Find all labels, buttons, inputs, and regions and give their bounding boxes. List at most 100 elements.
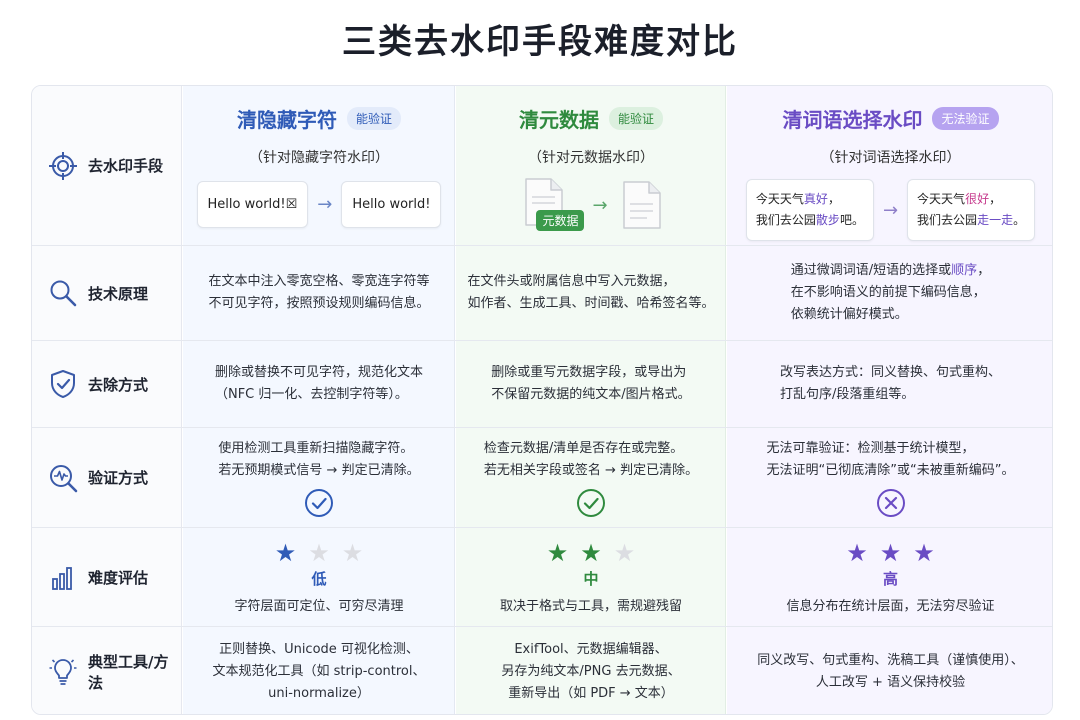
row-label-method: 去水印手段 — [32, 86, 182, 245]
star-empty-icon: ★ — [308, 539, 330, 567]
row-label-text: 去水印手段 — [88, 157, 164, 175]
column-title: 清元数据 — [518, 108, 599, 132]
star-filled-icon: ★ — [913, 539, 935, 567]
metadata-tag: 元数据 — [536, 210, 585, 231]
star-filled-icon: ★ — [546, 539, 569, 567]
cell-text: 通过微调词语/短语的选择或顺序， 在不影响语义的前提下编码信息， 依赖统计偏好模… — [790, 263, 991, 322]
column-subtitle: （针对元数据水印） — [528, 150, 654, 166]
cell-difficulty: ★ ★ ★ 中 取决于格式与工具，需规避残留 — [456, 528, 726, 626]
star-filled-icon: ★ — [846, 539, 868, 567]
cell-verify: 使用检测工具重新扫描隐藏字符。 若无预期模式信号 → 判定已清除。 — [183, 428, 455, 527]
row-divider — [32, 340, 1052, 341]
row-label-difficulty: 难度评估 — [32, 528, 182, 626]
star-filled-icon: ★ — [580, 539, 602, 567]
difficulty-desc: 信息分布在统计层面，无法穷尽验证 — [786, 599, 995, 614]
star-rating: ★ ★ ★ — [846, 540, 935, 566]
cell-difficulty: ★ ★ ★ 低 字符层面可定位、可穷尽清理 — [183, 528, 455, 626]
column-header-word-choice: 清词语选择水印 无法验证 （针对词语选择水印） 今天天气真好， 我们去公园散步吧… — [727, 86, 1052, 246]
cell-text: 在文本中注入零宽空格、零宽连字符等 不可见字符，按照预设规则编码信息。 — [208, 274, 430, 311]
demo-example: Hello world!☒ → Hello world! — [196, 181, 442, 228]
cell-removal: 改写表达方式：同义替换、句式重构、 打乱句序/段落重组等。 — [727, 341, 1052, 427]
bar-chart-icon — [52, 567, 72, 590]
verify-badge: 能验证 — [346, 107, 401, 130]
cell-difficulty: ★ ★ ★ 高 信息分布在统计层面，无法穷尽验证 — [727, 528, 1052, 626]
check-circle-icon — [577, 488, 605, 517]
cell-removal: 删除或替换不可见字符，规范化文本 （NFC 归一化、去控制字符等）。 — [183, 341, 455, 427]
cell-tools: ExifTool、元数据编辑器、 另存为纯文本/PNG 去元数据、 重新导出（如… — [456, 627, 726, 714]
cell-removal: 删除或重写元数据字段，或导出为 不保留元数据的纯文本/图片格式。 — [456, 341, 726, 427]
row-label-principle: 技术原理 — [32, 246, 182, 340]
cell-verify: 检查元数据/清单是否存在或完整。 若无相关字段或签名 → 判定已清除。 — [456, 428, 726, 527]
demo-example: 元数据 → — [520, 177, 661, 233]
cell-principle: 在文件头或附属信息中写入元数据， 如作者、生成工具、时间戳、哈希签名等。 — [456, 246, 726, 340]
cell-tools: 正则替换、Unicode 可视化检测、 文本规范化工具（如 strip-cont… — [183, 627, 455, 714]
cell-principle: 在文本中注入零宽空格、零宽连字符等 不可见字符，按照预设规则编码信息。 — [183, 246, 455, 340]
demo-before: Hello world!☒ — [196, 181, 309, 228]
verify-badge: 无法验证 — [932, 107, 999, 130]
shield-check-icon — [51, 370, 75, 398]
difficulty-desc: 取决于格式与工具，需规避残留 — [499, 599, 682, 614]
page-title: 三类去水印手段难度对比 — [342, 22, 738, 62]
difficulty-level: 中 — [583, 570, 599, 588]
cell-text: 检查元数据/清单是否存在或完整。 若无相关字段或签名 → 判定已清除。 — [483, 440, 699, 478]
cell-text: 删除或重写元数据字段，或导出为 不保留元数据的纯文本/图片格式。 — [491, 365, 691, 402]
column-metadata — [456, 86, 726, 714]
cell-text: 删除或替换不可见字符，规范化文本 （NFC 归一化、去控制字符等）。 — [214, 365, 423, 402]
cell-principle: 通过微调词语/短语的选择或顺序， 在不影响语义的前提下编码信息， 依赖统计偏好模… — [727, 246, 1052, 340]
star-filled-icon: ★ — [274, 539, 297, 567]
row-label-text: 去除方式 — [88, 375, 149, 394]
magnifier-icon — [50, 280, 77, 307]
difficulty-level: 高 — [882, 570, 898, 588]
cell-text: ExifTool、元数据编辑器、 另存为纯文本/PNG 去元数据、 重新导出（如… — [501, 641, 681, 701]
arrow-right-icon: → — [592, 194, 608, 216]
verify-badge: 能验证 — [608, 107, 663, 130]
star-rating: ★ ★ ★ — [275, 540, 364, 566]
row-label-text: 典型工具/方法 — [88, 652, 169, 692]
cell-verify: 无法可靠验证：检测基于统计模型， 无法证明“已彻底清除”或“未被重新编码”。 — [727, 428, 1052, 527]
check-circle-icon — [305, 488, 333, 517]
arrow-right-icon: → — [882, 199, 899, 221]
row-divider — [32, 427, 1052, 428]
row-label-removal: 去除方式 — [32, 341, 182, 427]
star-empty-icon: ★ — [613, 539, 636, 567]
cell-tools: 同义改写、句式重构、洗稿工具（谨慎使用）、 人工改写 + 语义保持校验 — [727, 627, 1052, 714]
comparison-table: 去水印手段 技术原理 去除方式 验证方式 难度评估 — [31, 85, 1053, 715]
row-divider — [32, 527, 1052, 528]
cell-text: 无法可靠验证：检测基于统计模型， 无法证明“已彻底清除”或“未被重新编码”。 — [766, 440, 1015, 478]
row-divider — [32, 626, 1052, 627]
demo-after: 今天天气很好， 我们去公园走一走。 — [907, 179, 1036, 241]
x-circle-icon — [876, 488, 905, 517]
row-divider — [32, 245, 1052, 246]
cell-text: 改写表达方式：同义替换、句式重构、 打乱句序/段落重组等。 — [779, 365, 1001, 402]
crosshair-icon — [49, 151, 77, 180]
column-header-hidden-chars: 清隐藏字符 能验证 （针对隐藏字符水印） Hello world!☒ → Hel… — [183, 86, 455, 246]
cell-text: 在文件头或附属信息中写入元数据， 如作者、生成工具、时间戳、哈希签名等。 — [467, 274, 715, 311]
row-label-verify: 验证方式 — [32, 428, 182, 527]
column-title: 清词语选择水印 — [782, 108, 923, 132]
difficulty-level: 低 — [311, 570, 327, 588]
cell-text: 使用检测工具重新扫描隐藏字符。 若无预期模式信号 → 判定已清除。 — [218, 440, 420, 478]
row-label-tools: 典型工具/方法 — [32, 627, 182, 714]
document-with-metadata: 元数据 — [520, 177, 586, 233]
difficulty-desc: 字符层面可定位、可穷尽清理 — [234, 599, 404, 614]
star-rating: ★ ★ ★ — [547, 540, 636, 566]
column-title: 清隐藏字符 — [236, 108, 337, 132]
document-icon — [622, 181, 661, 229]
demo-example: 今天天气真好， 我们去公园散步吧。 → 今天天气很好， 我们去公园走一走。 — [745, 179, 1036, 241]
star-empty-icon: ★ — [341, 539, 364, 567]
row-label-column — [32, 86, 182, 714]
row-label-text: 难度评估 — [88, 568, 149, 587]
column-header-metadata: 清元数据 能验证 （针对元数据水印） 元数据 → — [456, 86, 726, 246]
lightbulb-icon — [49, 658, 77, 685]
arrow-right-icon: → — [317, 194, 333, 215]
column-subtitle: （针对隐藏字符水印） — [249, 150, 389, 166]
cell-text: 正则替换、Unicode 可视化检测、 文本规范化工具（如 strip-cont… — [212, 641, 426, 701]
cell-text: 同义改写、句式重构、洗稿工具（谨慎使用）、 人工改写 + 语义保持校验 — [757, 652, 1024, 690]
row-label-text: 验证方式 — [88, 469, 149, 487]
row-label-text: 技术原理 — [88, 284, 149, 303]
demo-after: Hello world! — [341, 181, 442, 228]
column-subtitle: （针对词语选择水印） — [820, 150, 961, 166]
demo-before: 今天天气真好， 我们去公园散步吧。 — [745, 179, 874, 241]
magnifier-pulse-icon — [50, 464, 78, 492]
star-filled-icon: ★ — [879, 539, 902, 567]
